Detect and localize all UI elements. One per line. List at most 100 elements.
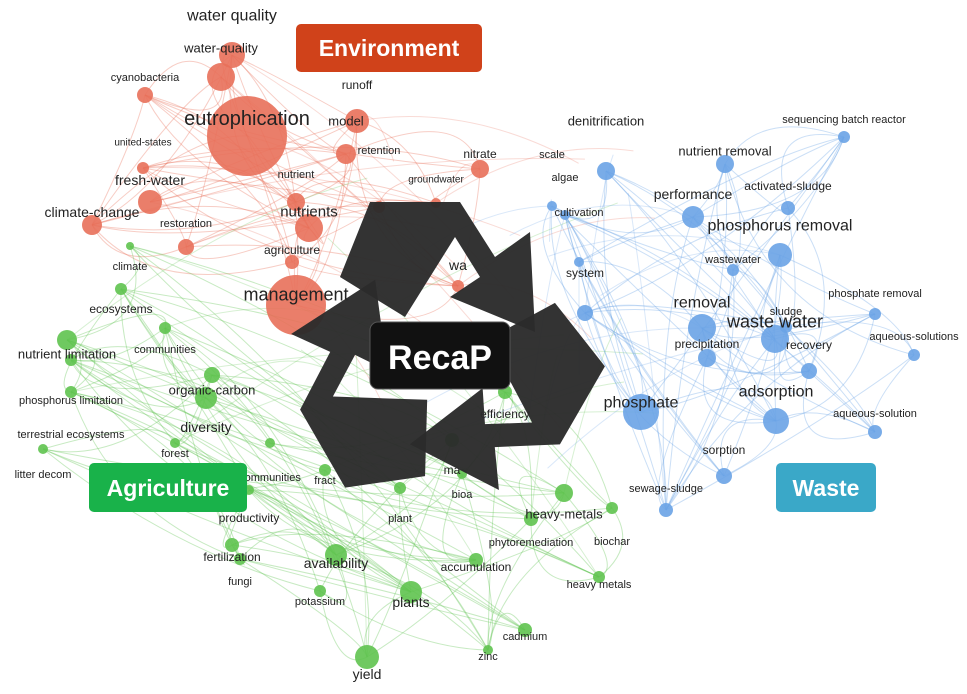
environment-edge bbox=[91, 153, 347, 226]
waste-edge bbox=[551, 205, 725, 477]
waste-edge bbox=[542, 205, 586, 314]
agriculture-edge bbox=[120, 245, 141, 290]
waste-keyword-label: recovery bbox=[786, 338, 832, 352]
waste-edge bbox=[692, 136, 845, 218]
agriculture-keyword-label: biochar bbox=[594, 536, 630, 548]
waste-keyword-label: sequencing batch reactor bbox=[782, 114, 906, 126]
waste-label: Waste bbox=[793, 475, 860, 501]
agriculture-keyword-label: cadmium bbox=[503, 631, 548, 643]
environment-cross-edge bbox=[142, 167, 521, 236]
agriculture-edge bbox=[70, 391, 600, 578]
agriculture-edge bbox=[162, 327, 207, 399]
agriculture-node bbox=[265, 438, 275, 448]
agriculture-keyword-label: heavy metals bbox=[567, 579, 632, 591]
environment-edge bbox=[142, 167, 437, 204]
recycle-arrow-3 bbox=[291, 279, 428, 488]
agriculture-edge bbox=[248, 489, 477, 561]
waste-edge bbox=[564, 214, 667, 511]
waste-edge bbox=[775, 313, 876, 422]
agriculture-keyword-label: fungi bbox=[228, 576, 252, 588]
waste-edge bbox=[692, 216, 876, 433]
agriculture-edge bbox=[269, 442, 613, 514]
environment-keyword-label: eutrophication bbox=[184, 108, 310, 130]
agriculture-node bbox=[606, 502, 618, 514]
agriculture-edge bbox=[461, 473, 493, 651]
recycle-icon bbox=[291, 202, 605, 490]
agriculture-keyword-label: litter decom bbox=[15, 469, 72, 481]
agriculture-keyword-label: communities bbox=[239, 472, 301, 484]
waste-node bbox=[688, 314, 716, 342]
environment-edge bbox=[356, 120, 437, 204]
waste-edge bbox=[551, 205, 734, 271]
environment-category-box: Environment bbox=[296, 24, 482, 72]
waste-node bbox=[560, 210, 570, 220]
waste-node bbox=[577, 305, 593, 321]
agriculture-edge bbox=[66, 339, 526, 631]
environment-node bbox=[471, 160, 489, 178]
agriculture-keyword-label: availability bbox=[304, 555, 369, 571]
waste-edge bbox=[781, 133, 845, 209]
agriculture-edge bbox=[66, 339, 271, 444]
environment-edge bbox=[378, 168, 481, 208]
environment-keyword-label: climate-change bbox=[45, 204, 140, 220]
waste-box-background bbox=[776, 463, 876, 512]
environment-node bbox=[82, 215, 102, 235]
agriculture-edge bbox=[66, 339, 96, 393]
waste-edge bbox=[692, 216, 876, 315]
agriculture-keyword-label: forest bbox=[161, 448, 189, 460]
agriculture-node bbox=[518, 623, 532, 637]
waste-edge bbox=[657, 357, 708, 511]
waste-node bbox=[869, 308, 881, 320]
waste-edge bbox=[550, 205, 642, 413]
waste-edge bbox=[564, 214, 725, 477]
agriculture-edge bbox=[248, 489, 526, 631]
waste-edge bbox=[578, 261, 725, 477]
waste-node bbox=[623, 394, 659, 430]
environment-keyword-label: united-states bbox=[114, 138, 171, 149]
waste-edge bbox=[692, 136, 845, 218]
agriculture-node bbox=[314, 585, 326, 597]
waste-edge bbox=[702, 357, 777, 424]
agriculture-node bbox=[325, 544, 347, 566]
agriculture-edge bbox=[487, 507, 613, 651]
waste-edge bbox=[605, 170, 787, 328]
waste-keyword-label: performance bbox=[654, 186, 733, 202]
agriculture-edge bbox=[70, 359, 477, 561]
waste-edge bbox=[787, 136, 845, 209]
agriculture-edge bbox=[70, 391, 412, 593]
environment-node bbox=[178, 239, 194, 255]
agriculture-edge bbox=[399, 487, 412, 593]
waste-keyword-label: sludge bbox=[770, 306, 802, 318]
agriculture-keyword-label: plants bbox=[392, 594, 429, 610]
environment-edge bbox=[457, 168, 481, 287]
environment-edge bbox=[91, 205, 310, 229]
agriculture-box-background bbox=[89, 463, 247, 512]
agriculture-edge bbox=[174, 442, 412, 593]
waste-cross-edge bbox=[600, 249, 781, 296]
agriculture-edge bbox=[410, 507, 613, 593]
waste-edge bbox=[605, 170, 777, 422]
waste-edge bbox=[720, 418, 777, 477]
waste-edge bbox=[584, 305, 787, 328]
environment-node bbox=[345, 109, 369, 133]
waste-keyword-label: adsorption bbox=[739, 384, 814, 401]
waste-edge bbox=[732, 136, 845, 271]
agriculture-node bbox=[170, 438, 180, 448]
agriculture-node bbox=[65, 386, 77, 398]
agriculture-node bbox=[524, 512, 538, 526]
environment-keyword-label: wa bbox=[448, 257, 467, 273]
agriculture-edge bbox=[269, 442, 565, 494]
agriculture-node bbox=[469, 553, 483, 567]
waste-edge bbox=[640, 388, 777, 422]
environment-box-background bbox=[296, 24, 482, 72]
environment-node bbox=[207, 63, 235, 91]
waste-node bbox=[597, 162, 615, 180]
agriculture-edge bbox=[129, 245, 600, 578]
agriculture-edge bbox=[174, 442, 532, 520]
waste-cross-edge bbox=[627, 192, 667, 511]
agriculture-edge bbox=[239, 558, 526, 631]
environment-keyword-label: management bbox=[243, 284, 348, 304]
agriculture-edge bbox=[366, 439, 453, 658]
waste-node bbox=[547, 201, 557, 211]
waste-edge bbox=[727, 269, 777, 422]
